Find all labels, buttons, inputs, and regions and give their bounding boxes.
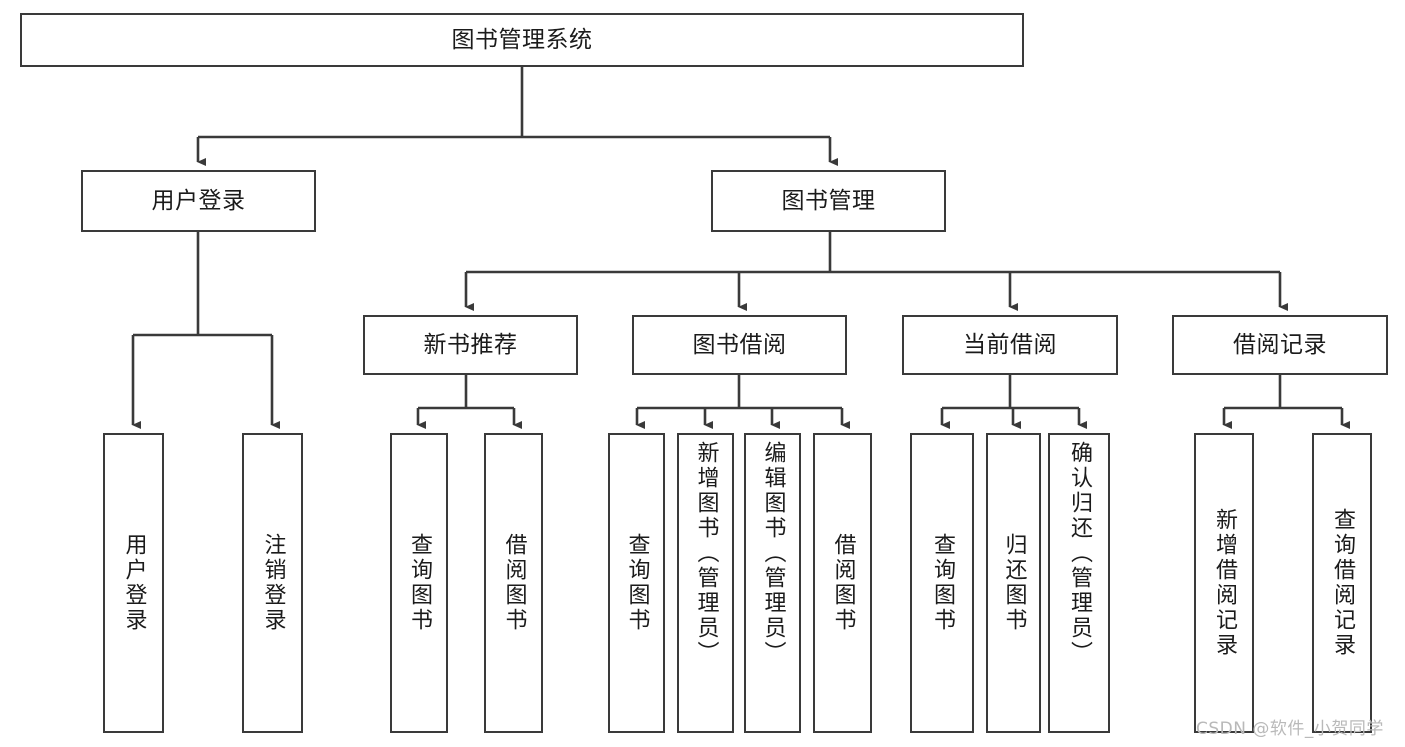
node-root-label: 图书管理系统: [451, 26, 593, 53]
node-borrow-record-label: 借阅记录: [1233, 331, 1327, 358]
leaf-user-login-logout-label: 注销登录: [260, 533, 286, 633]
node-current-borrow-label: 当前借阅: [963, 331, 1057, 358]
leaf-current-return-book[interactable]: 归还图书: [986, 433, 1041, 733]
leaf-borrow-query-book[interactable]: 查询图书: [608, 433, 665, 733]
node-new-book-recommend[interactable]: 新书推荐: [363, 315, 578, 375]
node-root-book-management-system[interactable]: 图书管理系统: [20, 13, 1024, 67]
csdn-watermark: CSDN @软件_小贺同学: [1196, 719, 1384, 739]
leaf-borrow-add-book-admin-label: 新增图书（管理员）: [693, 441, 719, 666]
node-user-login[interactable]: 用户登录: [81, 170, 316, 232]
leaf-borrow-add-book-admin[interactable]: 新增图书（管理员）: [677, 433, 734, 733]
leaf-recommend-borrow-book-label: 借阅图书: [501, 533, 527, 633]
leaf-record-query-record[interactable]: 查询借阅记录: [1312, 433, 1372, 733]
node-user-login-label: 用户登录: [151, 187, 246, 214]
leaf-current-query-book[interactable]: 查询图书: [910, 433, 974, 733]
node-borrow-record[interactable]: 借阅记录: [1172, 315, 1388, 375]
leaf-recommend-query-book[interactable]: 查询图书: [390, 433, 448, 733]
leaf-recommend-query-book-label: 查询图书: [407, 533, 432, 633]
leaf-recommend-borrow-book[interactable]: 借阅图书: [484, 433, 543, 733]
node-new-book-recommend-label: 新书推荐: [423, 331, 518, 358]
leaf-record-query-record-label: 查询借阅记录: [1330, 508, 1355, 658]
leaf-borrow-borrow-book-label: 借阅图书: [830, 533, 856, 633]
leaf-current-return-book-label: 归还图书: [1001, 533, 1027, 633]
node-book-borrow[interactable]: 图书借阅: [632, 315, 847, 375]
leaf-borrow-query-book-label: 查询图书: [624, 533, 650, 633]
leaf-current-confirm-return-admin[interactable]: 确认归还（管理员）: [1048, 433, 1110, 733]
leaf-user-login-login[interactable]: 用户登录: [103, 433, 164, 733]
leaf-current-query-book-label: 查询图书: [930, 533, 955, 633]
leaf-borrow-edit-book-admin[interactable]: 编辑图书（管理员）: [744, 433, 801, 733]
leaf-current-confirm-return-admin-label: 确认归还（管理员）: [1067, 441, 1092, 666]
node-book-management-label: 图书管理: [781, 187, 876, 214]
leaf-record-add-record[interactable]: 新增借阅记录: [1194, 433, 1254, 733]
node-current-borrow[interactable]: 当前借阅: [902, 315, 1118, 375]
leaf-record-add-record-label: 新增借阅记录: [1212, 508, 1237, 658]
leaf-user-login-logout[interactable]: 注销登录: [242, 433, 303, 733]
node-book-borrow-label: 图书借阅: [692, 331, 787, 358]
leaf-borrow-borrow-book[interactable]: 借阅图书: [813, 433, 872, 733]
leaf-user-login-login-label: 用户登录: [121, 533, 147, 633]
node-book-management[interactable]: 图书管理: [711, 170, 946, 232]
leaf-borrow-edit-book-admin-label: 编辑图书（管理员）: [760, 441, 786, 666]
